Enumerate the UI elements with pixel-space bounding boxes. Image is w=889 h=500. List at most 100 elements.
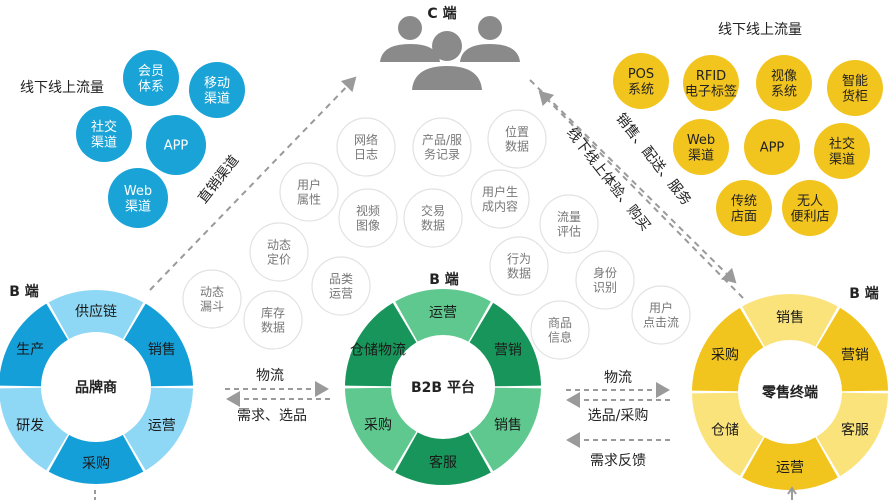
ring-center-label: 零售终端 xyxy=(761,384,818,401)
data-bubble-label: 产品/服务记录 xyxy=(422,133,462,161)
ring-segment-label: 供应链 xyxy=(75,303,117,320)
ring-segment xyxy=(0,387,68,471)
data-bubble xyxy=(338,188,398,248)
right-channel-bubble-label: 无人便利店 xyxy=(790,194,829,225)
data-bubble-label: 流量评估 xyxy=(557,210,581,238)
data-bubble-label: 交易数据 xyxy=(421,203,445,232)
left-channels-title: 线下线上流量 xyxy=(20,80,104,96)
right-channel-bubble xyxy=(683,55,739,111)
ring-segment-label: 运营 xyxy=(429,305,457,321)
ring-segment xyxy=(692,392,764,477)
ring-segment-label: 营销 xyxy=(494,342,522,358)
data-bubble-label: 品类运营 xyxy=(329,272,353,300)
ring-segment-label: 研发 xyxy=(16,418,44,434)
ring-segment-label: 采购 xyxy=(711,347,739,363)
ring-segment xyxy=(345,302,417,387)
data-bubble xyxy=(249,222,309,282)
right-channel-bubble-label: 智能货柜 xyxy=(842,74,868,105)
data-bubble-label: 视频图像 xyxy=(356,203,380,232)
right-channel-bubble xyxy=(782,180,838,236)
left-channel-bubble-label: 社交渠道 xyxy=(91,119,117,151)
ring-segment xyxy=(395,432,491,485)
right-channel-bubble xyxy=(814,123,870,179)
data-bubble xyxy=(539,194,599,254)
ring-center-label: 品牌商 xyxy=(75,379,117,396)
ring-center-label: B2B 平台 xyxy=(411,379,475,396)
ring-segment xyxy=(742,294,838,347)
right-channel-bubble xyxy=(744,119,800,175)
data-bubble-label: 用户生成内容 xyxy=(482,184,518,213)
delivery-arrow-down xyxy=(529,79,737,284)
data-bubble-label: 动态定价 xyxy=(267,238,291,266)
ring-segment xyxy=(0,303,68,387)
data-bubble xyxy=(631,285,691,345)
right-channel-bubble xyxy=(613,53,669,109)
ring-segment xyxy=(345,387,417,472)
ring-segment-label: 营销 xyxy=(841,347,869,363)
ring-segment-label: 仓储物流 xyxy=(350,342,406,358)
ring-segment-label: 销售 xyxy=(148,342,176,358)
ring-segment-label: 采购 xyxy=(82,456,110,472)
experience-arrow-up xyxy=(538,90,744,299)
data-bubble xyxy=(243,290,303,350)
ring-segment-label: 销售 xyxy=(494,417,522,433)
data-bubble xyxy=(530,300,590,360)
data-bubble-label: 身份识别 xyxy=(593,265,617,294)
data-bubble xyxy=(336,117,396,177)
left-b-end-label: B 端 xyxy=(9,283,39,300)
right-flow-mid-label: 选品/采购 xyxy=(588,408,649,424)
left-flow-bottom-label: 需求、选品 xyxy=(237,408,307,424)
ring-segment xyxy=(48,290,144,339)
left-channel-bubble-label: APP xyxy=(164,139,189,154)
right-bottom-tick-arrow xyxy=(787,486,797,500)
ring-center xyxy=(43,334,149,440)
ring-center xyxy=(393,337,493,437)
left-flow-top-label: 物流 xyxy=(256,368,284,384)
data-bubble xyxy=(182,269,242,329)
left-channel-bubble xyxy=(123,50,179,106)
right-channel-bubble-label: APP xyxy=(760,141,785,156)
data-bubble xyxy=(575,250,635,310)
data-bubble xyxy=(487,109,547,169)
ring-segment xyxy=(742,437,838,490)
direct-sales-arrow xyxy=(149,76,357,291)
left-channel-bubble xyxy=(146,115,206,175)
ring-segment xyxy=(124,387,193,471)
right-channel-bubble-label: 传统店面 xyxy=(731,194,757,225)
data-bubble xyxy=(279,162,339,222)
right-channel-bubble-label: 社交渠道 xyxy=(829,136,855,168)
right-channel-bubble xyxy=(716,180,772,236)
left-channel-bubble-label: 会员体系 xyxy=(138,64,164,95)
ring-segment-label: 运营 xyxy=(776,460,804,476)
data-bubble-label: 位置数据 xyxy=(505,124,529,153)
right-channel-bubble xyxy=(827,60,883,116)
data-bubble-label: 用户点击流 xyxy=(643,300,679,329)
ring-segment-label: 客服 xyxy=(429,454,457,471)
data-bubble-label: 商品信息 xyxy=(548,315,572,344)
mid-b-end-label: B 端 xyxy=(429,271,459,288)
ring-segment-label: 运营 xyxy=(148,418,176,434)
consumer-label: C 端 xyxy=(427,5,456,22)
ring-segment xyxy=(692,307,764,392)
data-bubble xyxy=(403,188,463,248)
data-bubble-label: 动态漏斗 xyxy=(200,285,224,313)
ring-segment xyxy=(816,392,888,477)
ring-segment xyxy=(469,387,541,472)
right-flow-bottom-label: 需求反馈 xyxy=(590,453,646,469)
data-bubble-label: 行为数据 xyxy=(507,252,531,280)
left-channel-bubble xyxy=(76,106,132,162)
right-b-end-label: B 端 xyxy=(849,285,879,302)
data-bubble-label: 用户属性 xyxy=(297,177,321,206)
ring-segment-label: 销售 xyxy=(776,310,804,326)
right-channel-bubble-label: 视像系统 xyxy=(771,69,797,100)
ring-segment-label: 采购 xyxy=(364,417,392,433)
data-bubble xyxy=(412,117,472,177)
right-channel-bubble xyxy=(673,119,729,175)
